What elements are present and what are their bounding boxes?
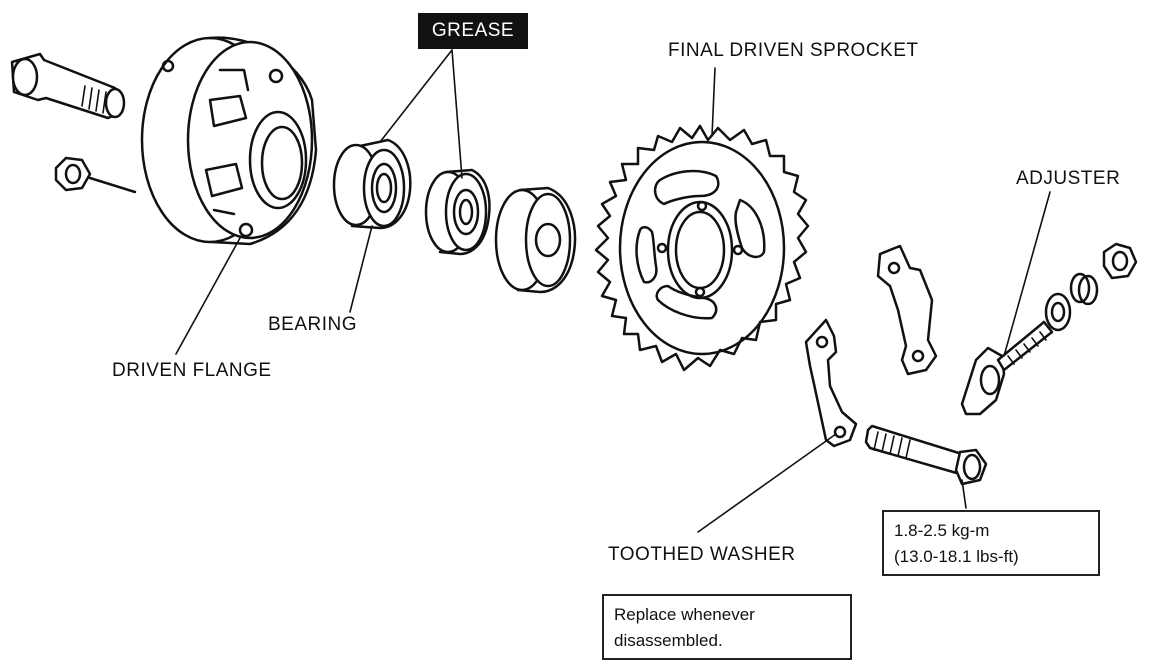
replace-note-box: Replace whenever disassembled.: [602, 594, 852, 660]
leader-lines: [175, 49, 1051, 533]
axle-bolt-part: [10, 52, 126, 120]
toothed-washer-label: TOOTHED WASHER: [608, 544, 796, 565]
collar-part: [494, 186, 577, 294]
torque-spec-box: 1.8-2.5 kg-m (13.0-18.1 lbs-ft): [882, 510, 1100, 576]
torque-lbsft: (13.0-18.1 lbs-ft): [894, 547, 1019, 566]
adjuster-washer-part: [1044, 292, 1072, 332]
final-driven-sprocket-label: FINAL DRIVEN SPROCKET: [668, 40, 919, 61]
adjuster-part: [960, 320, 1054, 416]
upper-lock-washer-part: [876, 244, 938, 376]
driven-flange-label: DRIVEN FLANGE: [112, 360, 272, 381]
bearing-label: BEARING: [268, 314, 358, 335]
driven-flange-part: [140, 36, 318, 246]
sprocket-bolt-part: [864, 424, 988, 486]
spring-washer-part: [1069, 272, 1099, 306]
replace-note-line2: disassembled.: [614, 631, 723, 650]
adjuster-label: ADJUSTER: [1016, 168, 1121, 189]
seal-part: [424, 168, 491, 256]
replace-note-line1: Replace whenever: [614, 605, 755, 624]
sprocket-part: [594, 124, 810, 372]
toothed-washer-part: [804, 318, 858, 448]
hex-nut-part: [54, 156, 137, 194]
bearing-part: [332, 138, 412, 230]
adjuster-nut-part: [1102, 242, 1138, 280]
grease-label: GREASE: [418, 13, 528, 49]
torque-kgm: 1.8-2.5 kg-m: [894, 521, 990, 540]
